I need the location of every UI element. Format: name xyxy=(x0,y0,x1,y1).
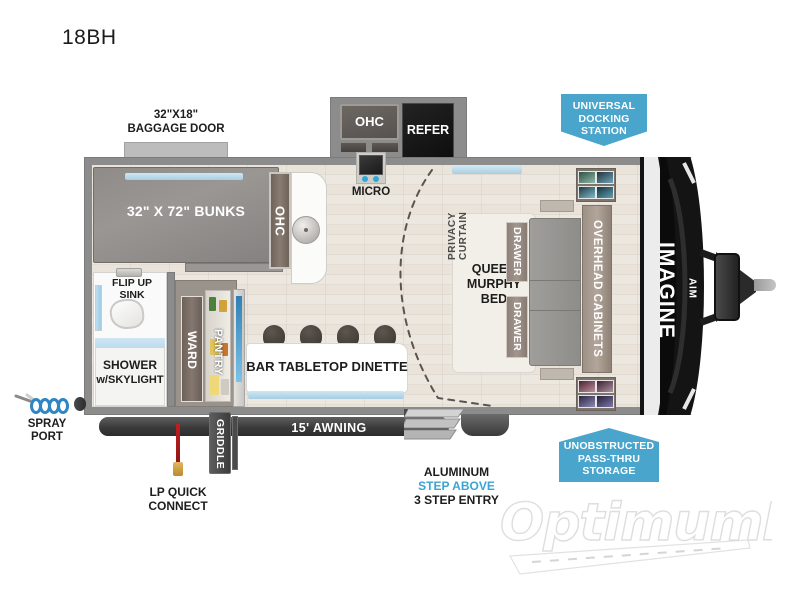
dinette-window xyxy=(248,391,404,399)
passthru-line-1: UNOBSTRUCTED xyxy=(563,440,655,452)
bedroom-trim-bottom xyxy=(540,368,574,380)
drawer-lower xyxy=(506,296,528,358)
bunk-window xyxy=(125,173,243,180)
step-line-1: ALUMINUM xyxy=(423,465,490,479)
passthru-line-3: STORAGE xyxy=(582,465,636,477)
baggage-door-label: 32"X18" BAGGAGE DOOR xyxy=(108,108,244,136)
bedroom-window-top xyxy=(452,166,522,174)
flip-sink-line-1: FLIP UP xyxy=(111,277,153,289)
pantry-label: PANTRY xyxy=(212,328,224,376)
bar-stool xyxy=(337,325,359,347)
bar-tabletop-dinette-label: BAR TABLETOP DINETTE xyxy=(246,359,408,374)
spray-line-2: PORT xyxy=(31,431,63,443)
baggage-door-line-1: 32"X18" xyxy=(153,109,199,121)
overhead-cabinet-kitchen xyxy=(340,104,399,140)
refrigerator xyxy=(402,103,454,158)
microwave-screen xyxy=(359,155,383,175)
step-line-2: STEP ABOVE xyxy=(418,479,495,493)
bunk-beds-label: 32" X 72" BUNKS xyxy=(126,203,246,219)
pantry xyxy=(205,290,231,402)
sink-faucet-icon xyxy=(116,268,142,277)
drawer-upper-label: DRAWER xyxy=(511,227,523,277)
baggage-door-line-2: BAGGAGE DOOR xyxy=(127,123,225,135)
overhead-cabinets-bedroom-label: OVERHEAD CABINETS xyxy=(591,220,603,358)
wheel-well xyxy=(461,414,509,436)
aluminum-entry-steps xyxy=(404,408,465,440)
bedroom-trim-top xyxy=(540,200,574,212)
badge-unobstructed-pass-thru-storage: UNOBSTRUCTED PASS-THRU STORAGE xyxy=(559,428,659,482)
bed-mattress-block xyxy=(529,218,581,366)
bed-seam-lower xyxy=(529,310,581,311)
front-cap-brand-name: IMAGINE xyxy=(655,241,678,339)
overhead-cabinet-kitchen-label: OHC xyxy=(355,114,384,129)
lp-quick-connect-fitting-icon xyxy=(173,462,183,476)
lp-line-1: LP QUICK xyxy=(149,485,207,499)
docking-line-1: UNIVERSAL xyxy=(572,100,636,112)
entry-door-window xyxy=(236,296,242,382)
wardrobe-label: WARD xyxy=(185,330,199,370)
step-line-3: 3 STEP ENTRY xyxy=(414,493,499,507)
pedestal-bowl-drain-icon xyxy=(304,228,308,232)
spray-port-label: SPRAY PORT xyxy=(14,418,80,444)
optimumrv-wordmark: OptimumRV xyxy=(500,496,772,553)
hitch-ball xyxy=(754,279,776,291)
griddle xyxy=(209,412,231,474)
drawer-lower-label: DRAWER xyxy=(511,302,523,352)
front-cap-series-name: AIM xyxy=(686,277,698,299)
shower-line-2: w/SKYLIGHT xyxy=(96,374,164,386)
awning-label: 15' AWNING xyxy=(291,421,367,435)
bathroom-window xyxy=(95,285,102,331)
shower-label: SHOWER w/SKYLIGHT xyxy=(93,358,167,387)
hitch-coupler xyxy=(714,253,740,321)
overhead-cabinet-bunk-label: OHC xyxy=(272,205,288,237)
entry-step-label: ALUMINUM STEP ABOVE 3 STEP ENTRY xyxy=(384,465,529,507)
spray-line-1: SPRAY xyxy=(27,418,67,430)
docking-line-3: STATION xyxy=(581,125,627,137)
spray-port-cap xyxy=(74,397,86,411)
lp-quick-connect-line xyxy=(176,424,180,466)
griddle-label: GRIDDLE xyxy=(214,418,226,470)
bunk-beds xyxy=(93,167,279,263)
bedroom-window-lower xyxy=(576,377,616,411)
bed-seam-upper xyxy=(529,280,581,281)
overhead-cabinet-bunk xyxy=(269,172,291,269)
docking-line-2: DOCKING xyxy=(578,112,630,125)
drawer-upper xyxy=(506,222,528,282)
privacy-curtain-label: PRIVACY CURTAIN xyxy=(398,212,518,260)
lp-line-2: CONNECT xyxy=(148,499,208,513)
shower-skylight-strip xyxy=(95,338,165,348)
overhead-cabinets-bedroom xyxy=(582,205,612,373)
microwave-label: MICRO xyxy=(351,186,391,198)
bar-tabletop-dinette xyxy=(246,343,408,393)
passthru-line-2: PASS-THRU xyxy=(577,452,641,465)
bar-stool xyxy=(300,325,322,347)
refrigerator-label: REFER xyxy=(406,123,450,137)
bathroom-partition-wall xyxy=(167,272,175,407)
wardrobe xyxy=(181,296,203,402)
shower-pan xyxy=(95,338,165,406)
front-cap-graphic xyxy=(640,157,707,415)
bar-stool xyxy=(374,325,396,347)
bar-stool xyxy=(263,325,285,347)
awning xyxy=(99,417,449,436)
flip-up-sink-label: FLIP UP SINK xyxy=(104,277,160,301)
kitchen-cabinet-door-left xyxy=(340,142,367,153)
optimumrv-watermark-logo: OptimumRV xyxy=(499,496,772,575)
microwave-burner-right-icon xyxy=(373,176,379,182)
lp-quick-connect-label: LP QUICK CONNECT xyxy=(128,485,228,513)
spray-port-hose-icon xyxy=(14,393,69,414)
badge-universal-docking-station: UNIVERSAL DOCKING STATION xyxy=(561,94,647,146)
microwave-burner-left-icon xyxy=(362,176,368,182)
page-title: 18BH xyxy=(62,26,117,49)
shower-line-1: SHOWER xyxy=(103,358,157,372)
griddle-slot xyxy=(232,416,238,470)
baggage-door-shape xyxy=(124,142,228,160)
bedroom-window-upper xyxy=(576,168,616,202)
